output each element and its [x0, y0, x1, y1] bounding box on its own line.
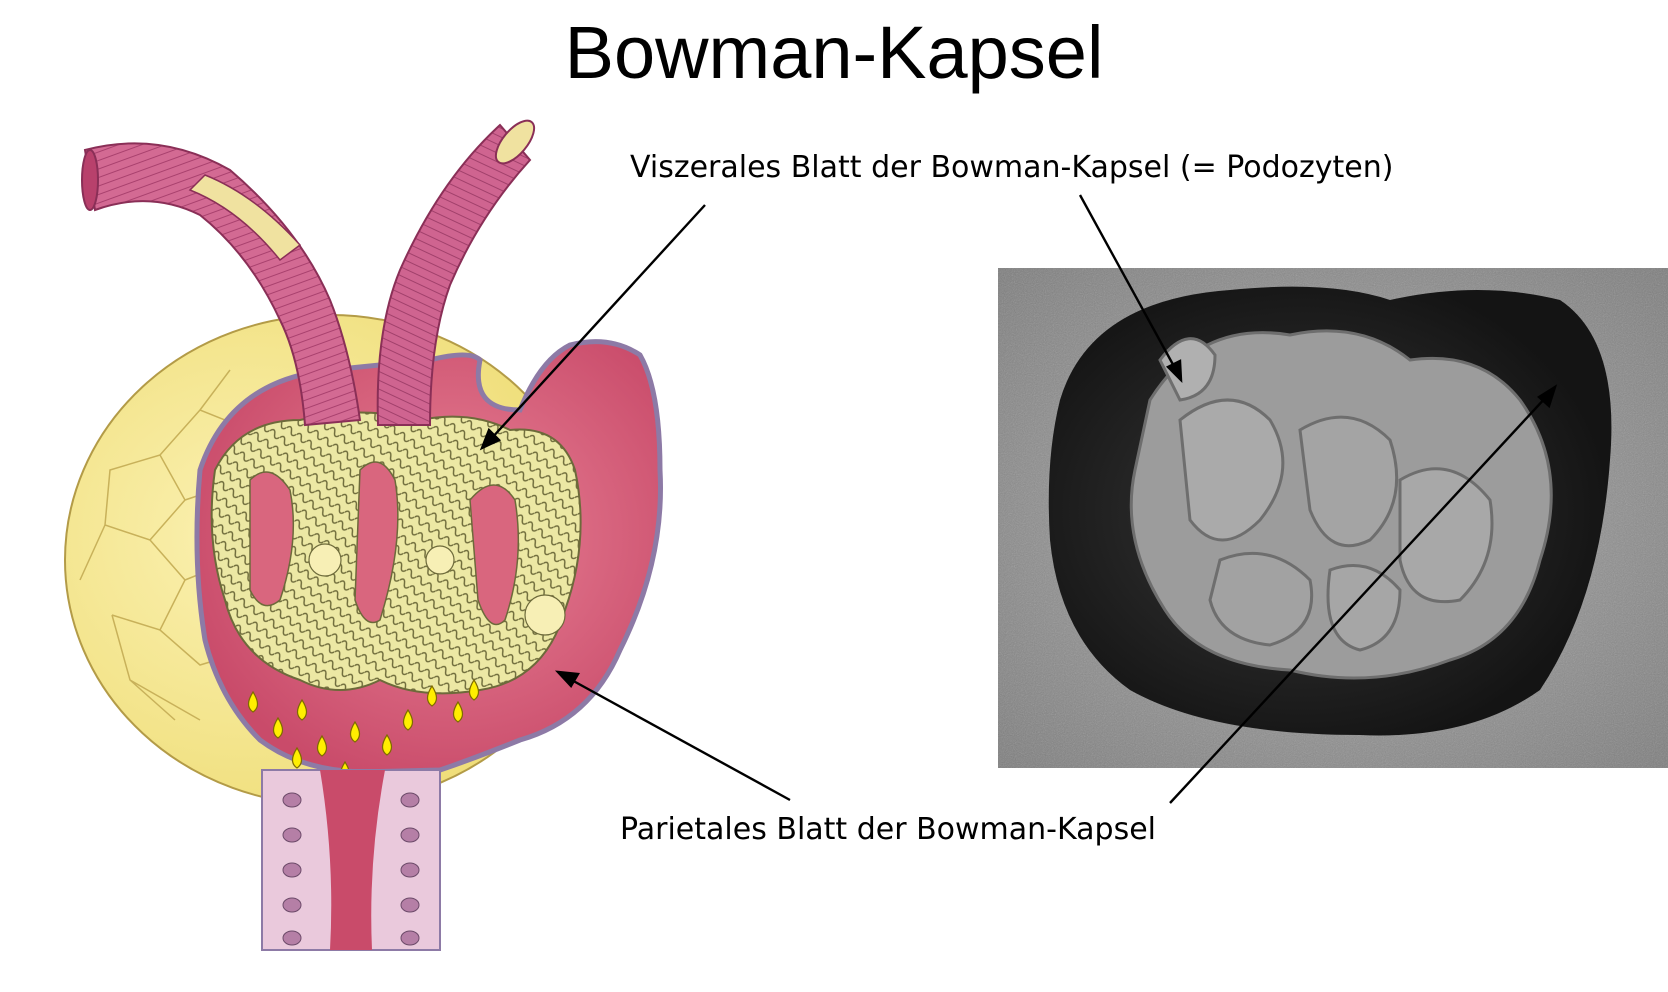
page-title: Bowman-Kapsel [564, 11, 1104, 94]
label-visceral-layer: Viszerales Blatt der Bowman-Kapsel (= Po… [630, 150, 1394, 185]
annotation-arrows-left [479, 204, 791, 802]
annotation-arrows-right [1078, 194, 1558, 804]
proximal-tubule [261, 769, 441, 951]
capsule-section [194, 339, 663, 775]
arterioles [81, 119, 536, 427]
label-parietal-layer: Parietales Blatt der Bowman-Kapsel [620, 812, 1157, 847]
glomerulus-tuft [1129, 329, 1553, 680]
